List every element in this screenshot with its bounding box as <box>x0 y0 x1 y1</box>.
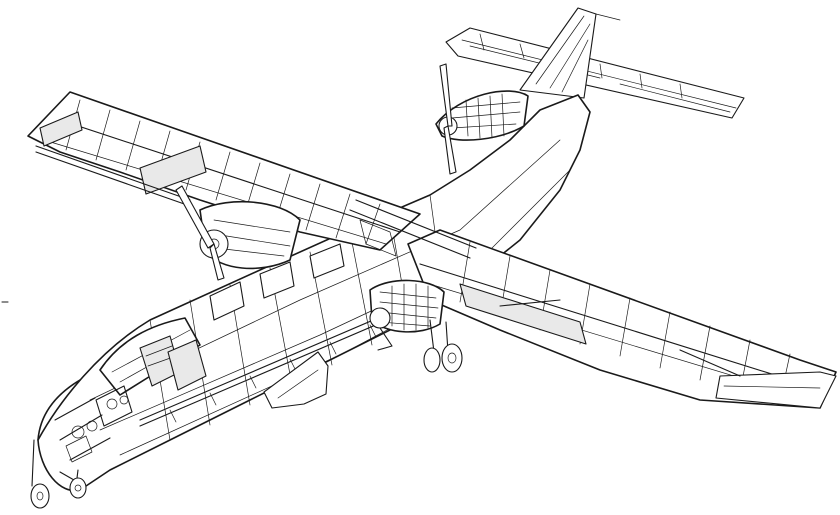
nose-landing-gear <box>30 439 87 509</box>
upper-propeller <box>439 63 457 175</box>
cabin-windows <box>209 243 345 321</box>
main-landing-gear <box>423 319 463 373</box>
upper-engine-nacelle <box>435 90 529 141</box>
left-wing <box>27 91 421 251</box>
nose-section <box>37 379 111 463</box>
vertical-fin <box>519 7 621 99</box>
right-wing <box>407 229 837 409</box>
right-engine <box>369 279 445 351</box>
cockpit <box>95 317 207 427</box>
left-propeller <box>175 185 225 281</box>
tailplane <box>445 27 745 119</box>
cabin-door <box>263 351 329 409</box>
wing-centre-section <box>349 199 477 259</box>
